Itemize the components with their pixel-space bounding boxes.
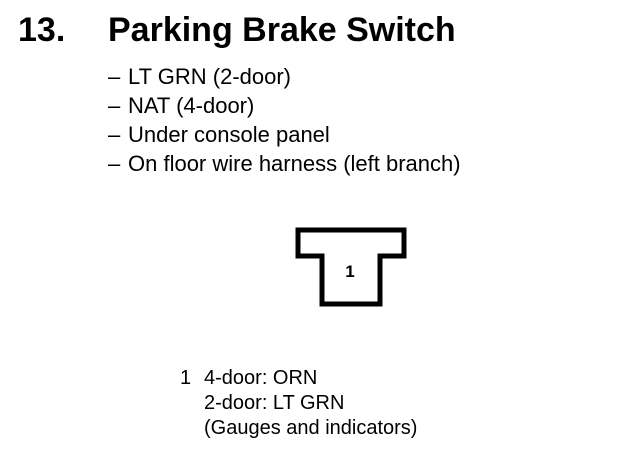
connector-diagram: 1: [294, 226, 408, 308]
detail-item-color-2door: –LT GRN (2-door): [108, 62, 461, 91]
pin-row: 1 4-door: ORN 2-door: LT GRN (Gauges and…: [180, 366, 417, 441]
pin-circuit: (Gauges and indicators): [204, 417, 418, 439]
detail-text: Under console panel: [128, 122, 330, 147]
detail-text: NAT (4-door): [128, 93, 255, 118]
detail-item-harness: –On floor wire harness (left branch): [108, 149, 461, 178]
section-heading: 13. Parking Brake Switch: [0, 8, 640, 56]
pin-description: 4-door: ORN 2-door: LT GRN (Gauges and i…: [204, 366, 417, 441]
connector-outline: [295, 227, 407, 307]
detail-item-color-4door: –NAT (4-door): [108, 91, 461, 120]
detail-dash: –: [108, 122, 121, 147]
detail-text: On floor wire harness (left branch): [128, 151, 461, 176]
detail-dash: –: [108, 64, 121, 89]
connector-outline-svg: 1: [295, 227, 407, 307]
detail-item-location: –Under console panel: [108, 120, 461, 149]
detail-dash: –: [108, 93, 121, 118]
connector-pin-label: 1: [345, 262, 354, 281]
pin-wire-4door: 4-door: ORN: [204, 367, 318, 389]
detail-text: LT GRN (2-door): [128, 64, 292, 89]
detail-dash: –: [108, 151, 121, 176]
pin-assignment-list: 1 4-door: ORN 2-door: LT GRN (Gauges and…: [180, 366, 417, 441]
section-title: Parking Brake Switch: [108, 11, 456, 49]
section-number: 13.: [18, 11, 66, 49]
connector-details-list: –LT GRN (2-door) –NAT (4-door) –Under co…: [108, 62, 461, 178]
pin-wire-2door: 2-door: LT GRN: [204, 392, 345, 414]
pin-number: 1: [180, 367, 192, 389]
